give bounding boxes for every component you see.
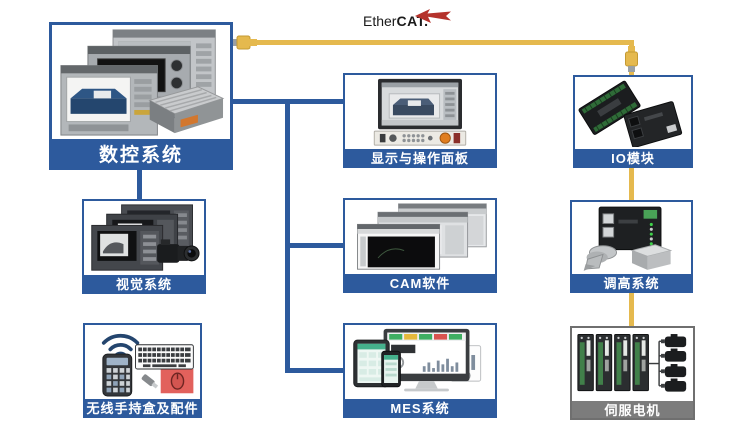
ethercat-cable-horizontal (248, 40, 634, 45)
link-trunk-vertical (285, 99, 290, 373)
cnc-system-label: 数控系统 (52, 139, 230, 167)
vision-system-label: 视觉系统 (84, 275, 204, 292)
height-adjust-illustration (572, 202, 691, 274)
node-cnc-system: 数控系统 (49, 22, 233, 170)
display-panel-illustration (345, 75, 495, 149)
node-io-module: IO模块 (573, 75, 693, 168)
node-display-panel: 显示与操作面板 (343, 73, 497, 168)
node-servo-motor: 伺服电机 (570, 326, 695, 420)
servo-motor-illustration (572, 328, 693, 401)
vision-system-illustration (84, 201, 204, 275)
ethercat-arrow-icon (414, 9, 451, 23)
mes-system-label: MES系统 (345, 399, 495, 416)
cam-software-illustration (345, 200, 495, 274)
wifi-icon (101, 333, 140, 357)
servo-motor-label: 伺服电机 (572, 401, 693, 418)
node-mes-system: MES系统 (343, 323, 497, 418)
cam-software-label: CAM软件 (345, 274, 495, 291)
ethercat-cable-height-to-servo (629, 293, 634, 326)
wireless-handheld-label: 无线手持盒及配件 (85, 399, 200, 416)
link-cnc-to-vision (137, 170, 142, 200)
link-trunk-to-mes (285, 368, 343, 373)
display-panel-label: 显示与操作面板 (345, 149, 495, 166)
height-adjust-label: 调高系统 (572, 274, 691, 291)
rj45-plug-down-icon (623, 46, 641, 78)
node-wireless-handheld: 无线手持盒及配件 (83, 323, 202, 418)
cnc-system-illustration (52, 25, 230, 139)
io-module-label: IO模块 (575, 149, 691, 166)
wireless-handheld-illustration (85, 325, 200, 399)
ethercat-label-prefix: Ether (363, 13, 397, 29)
rj45-plug-left-icon (233, 33, 257, 57)
link-trunk-to-cam (285, 243, 343, 248)
mes-system-illustration (345, 325, 495, 399)
node-height-adjust-system: 调高系统 (570, 200, 693, 293)
ethercat-cable-io-to-height (629, 168, 634, 200)
io-module-illustration (575, 77, 691, 149)
node-vision-system: 视觉系统 (82, 199, 206, 294)
node-cam-software: CAM软件 (343, 198, 497, 293)
